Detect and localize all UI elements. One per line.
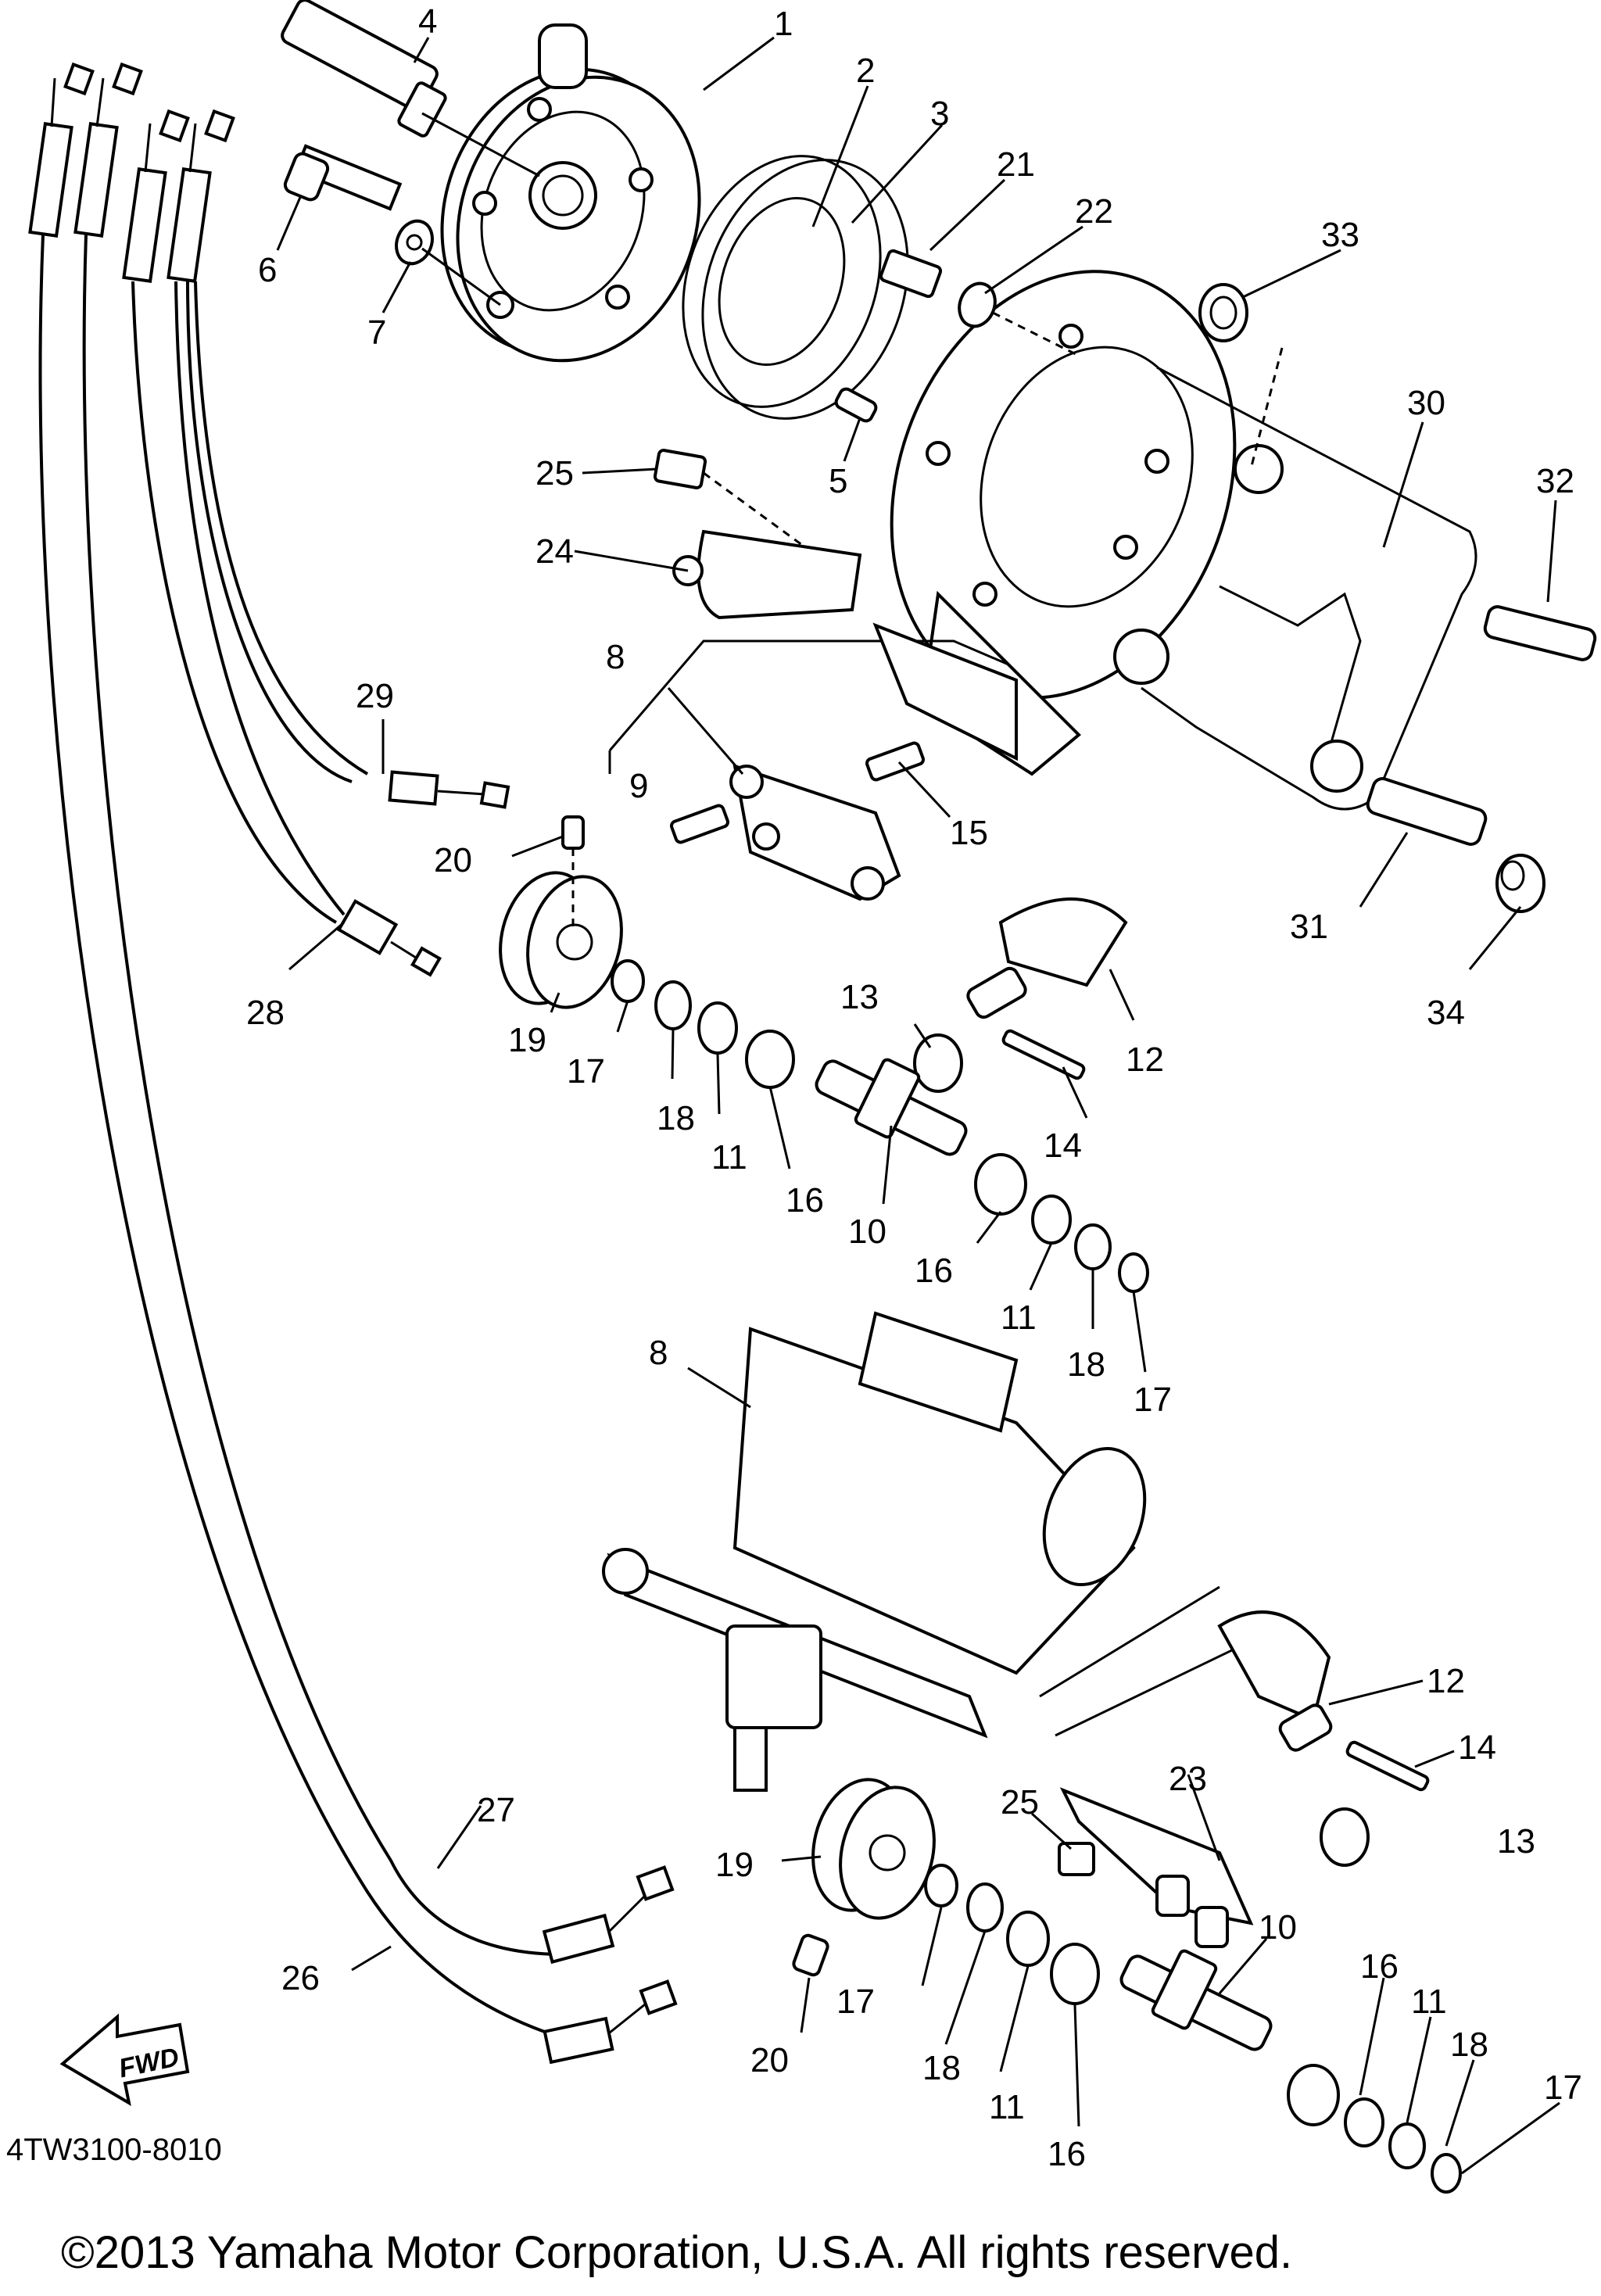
callout-25b: 25	[1001, 1783, 1039, 1821]
callout-15: 15	[950, 814, 988, 852]
callout-16: 16	[786, 1181, 824, 1220]
fwd-arrow-icon: FWD	[59, 2013, 190, 2106]
callout-5: 5	[829, 462, 847, 500]
callout-23: 23	[1169, 1760, 1207, 1798]
head-gaskets	[682, 155, 909, 420]
callout-28: 28	[246, 994, 285, 1032]
callout-9: 9	[629, 767, 648, 805]
callout-16c: 16	[1360, 1947, 1399, 1986]
callout-numbers: 1 2 3 4 21 22 33 6 7 30 32 5 25 24 8 9 1…	[246, 2, 1582, 2173]
pulley-lower	[792, 1778, 936, 1977]
callout-18c: 18	[1450, 2026, 1488, 2064]
leader-lines	[276, 36, 1560, 2175]
callout-16b: 16	[915, 1252, 953, 1290]
callout-11d: 11	[989, 2088, 1025, 2126]
callout-19b: 19	[715, 1846, 754, 1884]
callout-12: 12	[1126, 1041, 1164, 1079]
callout-3: 3	[930, 95, 949, 133]
callout-29: 29	[356, 677, 394, 715]
shaft-lower-parts	[924, 1864, 1462, 2194]
callout-17c: 17	[836, 1983, 875, 2021]
callout-11c: 11	[1411, 1983, 1447, 2021]
callout-25: 25	[535, 454, 574, 493]
callout-24: 24	[535, 532, 574, 571]
callout-32: 32	[1536, 462, 1574, 500]
studs	[1366, 605, 1597, 913]
callout-10b: 10	[1259, 1908, 1297, 1947]
callout-14b: 14	[1458, 1728, 1496, 1767]
callout-17: 17	[567, 1052, 605, 1091]
callout-4: 4	[418, 2, 437, 41]
lever-lower	[1217, 1610, 1430, 1867]
callout-6: 6	[258, 251, 277, 289]
cable-end-top-left	[28, 62, 235, 283]
callout-11b: 11	[1001, 1298, 1037, 1337]
callout-1: 1	[774, 5, 793, 43]
spark-plug	[281, 0, 540, 177]
callout-10: 10	[848, 1212, 886, 1251]
lever-upper	[966, 897, 1128, 1080]
base-gasket	[1113, 366, 1477, 811]
callout-12b: 12	[1427, 1662, 1465, 1700]
control-cables	[28, 62, 678, 2065]
callout-7: 7	[367, 313, 386, 352]
diagram-code: 4TW3100-8010	[6, 2133, 222, 2167]
valve-housing-lower	[602, 1311, 1283, 1792]
fasteners-top	[834, 249, 1284, 470]
pulley-upper	[499, 815, 623, 1009]
callout-11: 11	[711, 1138, 747, 1177]
bracket-upper	[653, 449, 862, 620]
shaft-upper-parts	[611, 959, 1149, 1293]
callout-16d: 16	[1048, 2135, 1086, 2173]
callout-20: 20	[434, 841, 472, 879]
callout-21: 21	[997, 145, 1035, 184]
copyright-notice: ©2013 Yamaha Motor Corporation, U.S.A. A…	[61, 2227, 1293, 2278]
callout-33: 33	[1321, 216, 1359, 254]
bracket-lower	[1058, 1787, 1254, 1948]
callout-30: 30	[1407, 384, 1445, 422]
bolt-and-washer	[283, 144, 501, 306]
callout-22: 22	[1075, 192, 1113, 231]
callout-20b: 20	[750, 2041, 789, 2079]
exhaust-port-flange	[872, 622, 1018, 761]
callout-17b: 17	[1134, 1381, 1172, 1419]
callout-31: 31	[1290, 908, 1328, 946]
callout-19: 19	[508, 1021, 546, 1059]
callout-27: 27	[477, 1791, 515, 1829]
callout-18b: 18	[1067, 1345, 1105, 1384]
cylinder-head	[440, 23, 701, 363]
valve-holder-upper	[608, 639, 1009, 901]
callout-26: 26	[281, 1959, 320, 1997]
callout-18: 18	[657, 1099, 695, 1137]
callout-17d: 17	[1544, 2069, 1582, 2107]
callout-8: 8	[606, 638, 625, 676]
callout-13: 13	[840, 978, 879, 1016]
callout-34: 34	[1427, 994, 1465, 1032]
callout-8b: 8	[649, 1334, 668, 1372]
callout-18d: 18	[922, 2049, 961, 2087]
callout-13b: 13	[1497, 1822, 1535, 1861]
callout-2: 2	[856, 52, 875, 90]
callout-14: 14	[1044, 1127, 1082, 1165]
